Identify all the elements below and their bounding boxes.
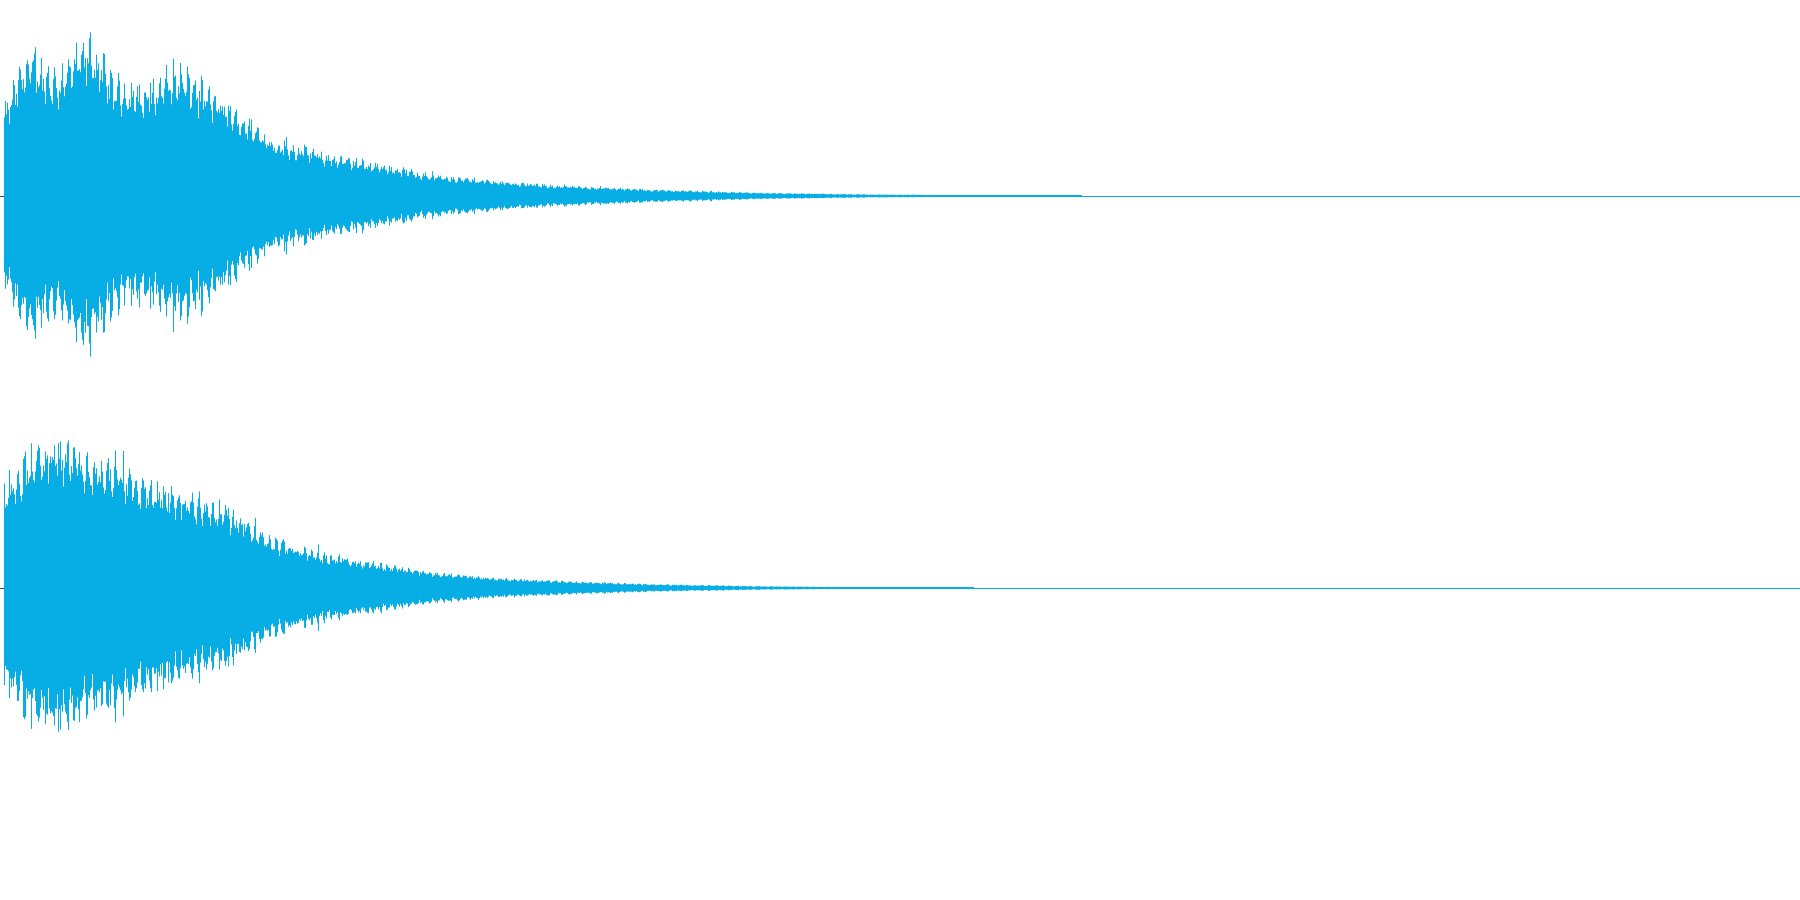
channel-1-waveform <box>0 32 1800 357</box>
channel-2-waveform <box>0 440 1800 732</box>
channel-2-amplitude <box>4 440 974 732</box>
channel-1-amplitude <box>4 32 1082 357</box>
